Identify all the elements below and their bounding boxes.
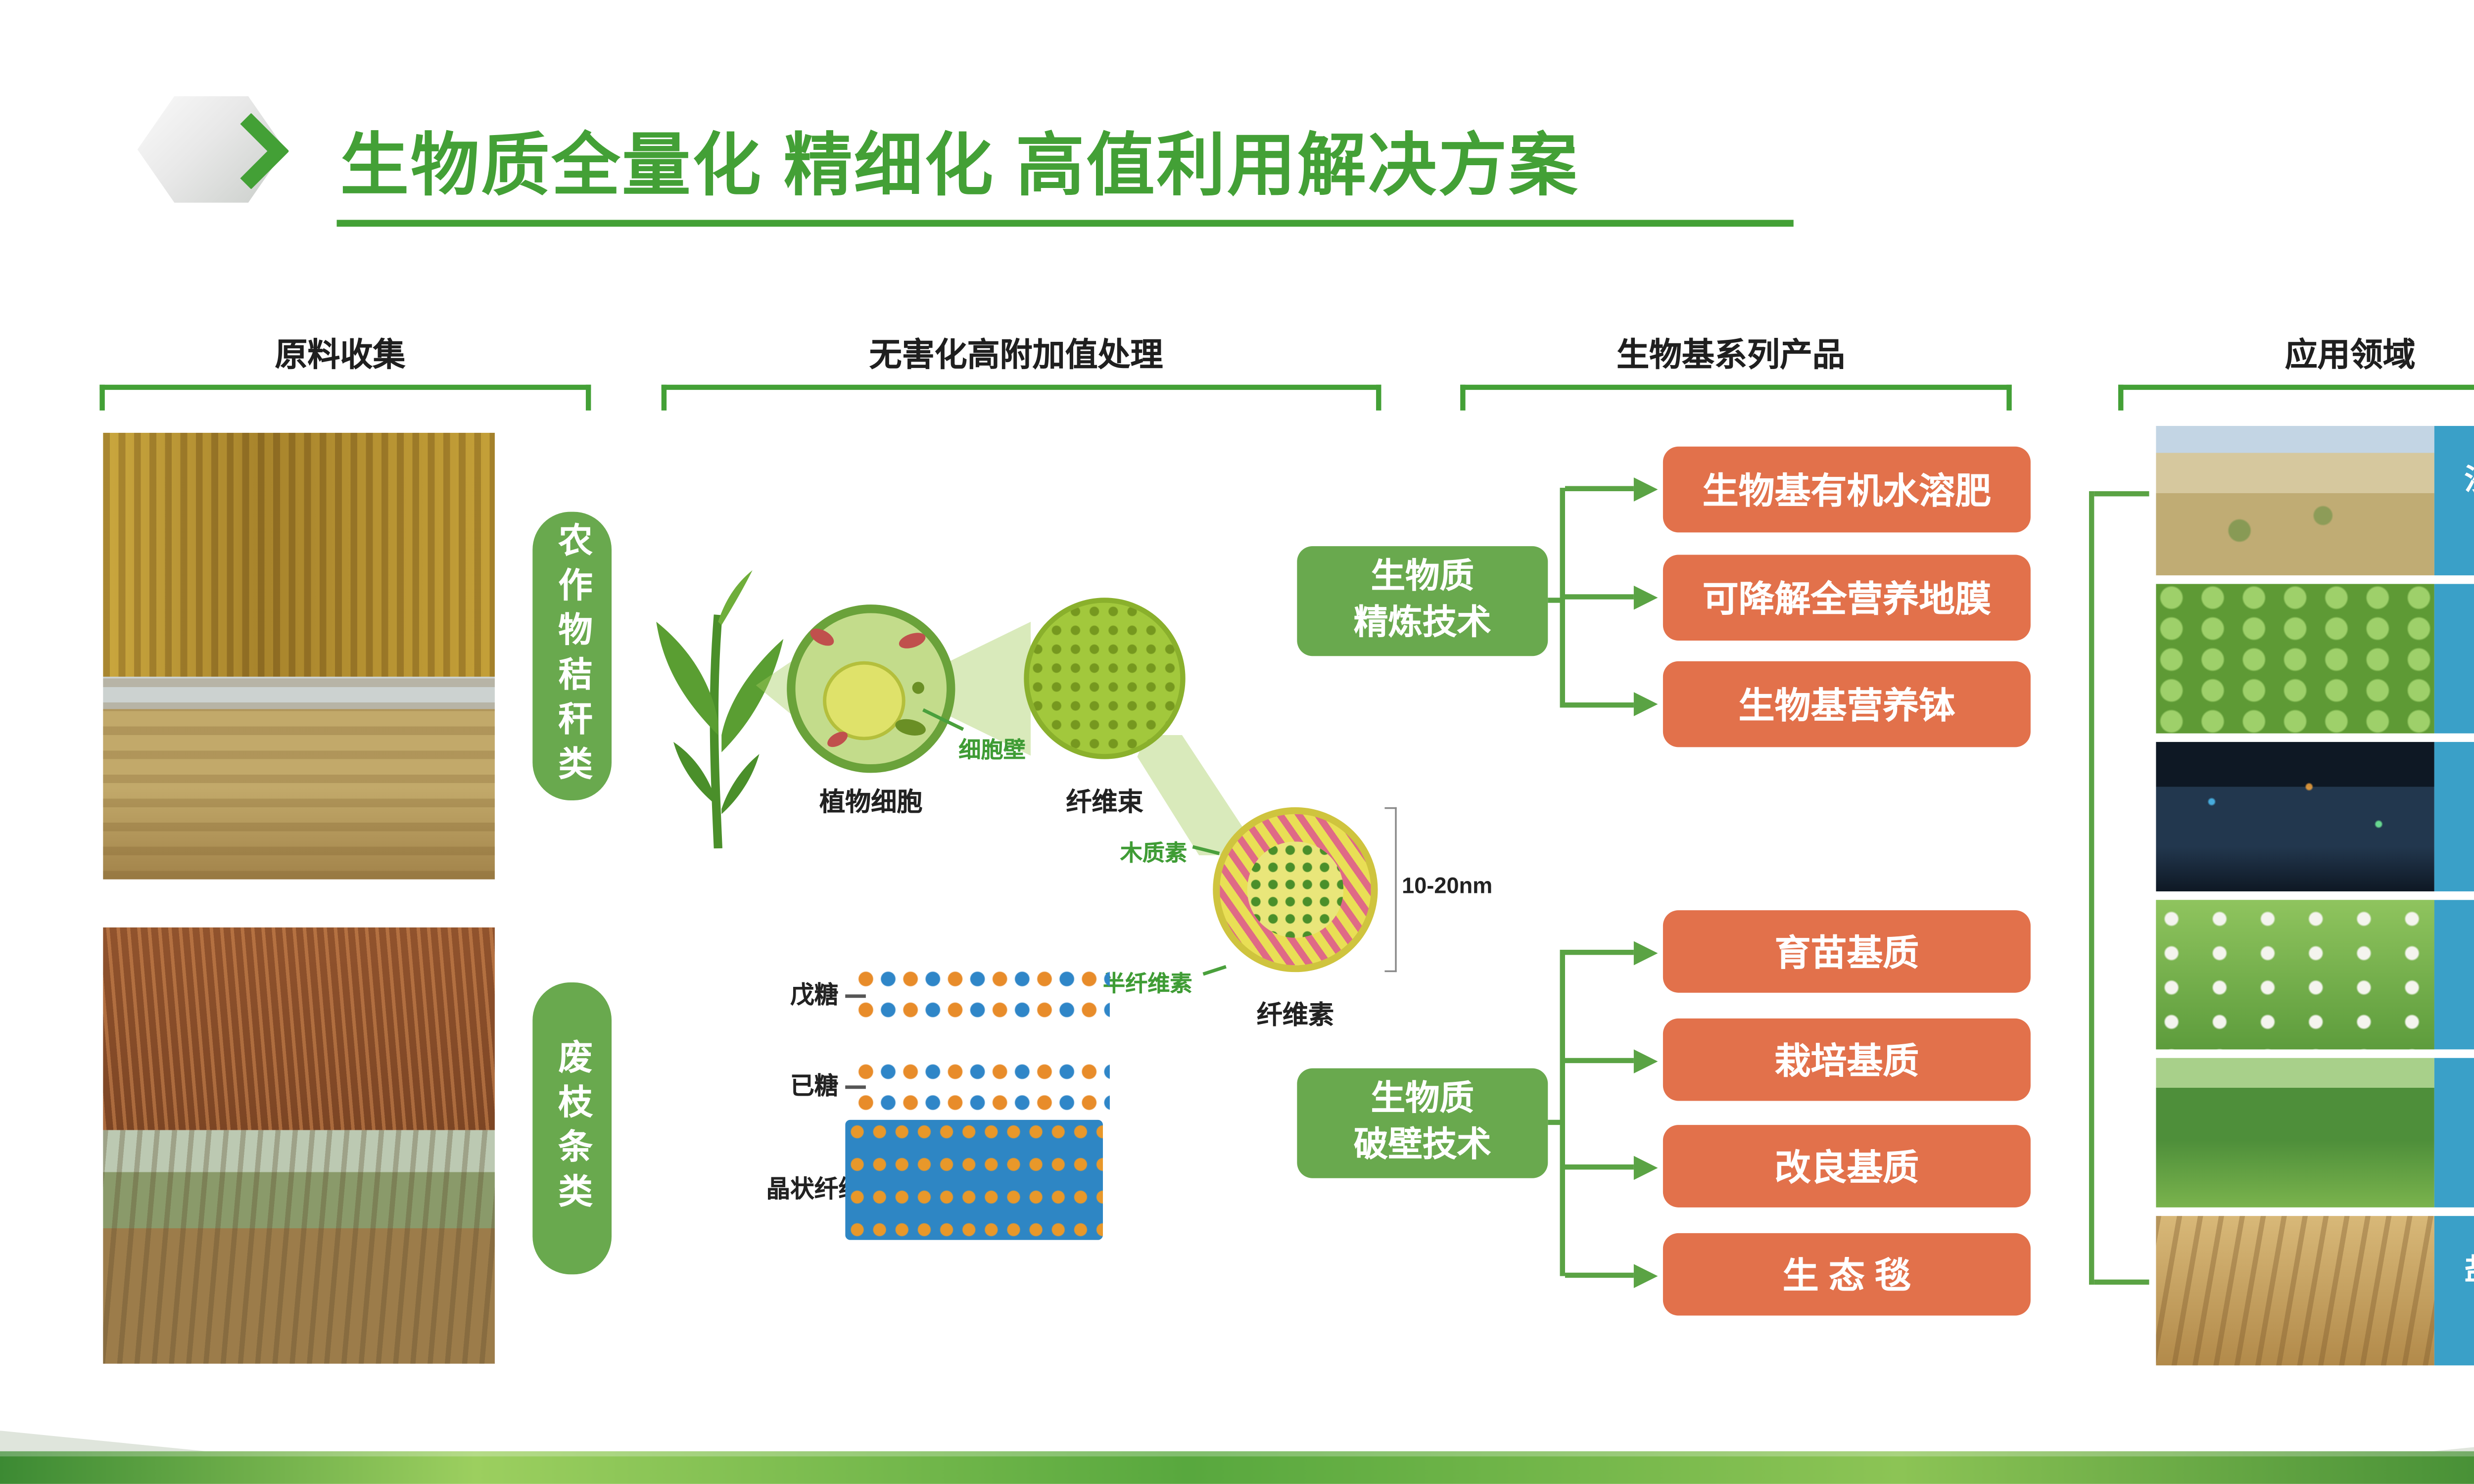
plant-cell-diagram (787, 604, 955, 773)
footer-bar (0, 1451, 2474, 1484)
connector-line (1565, 1272, 1634, 1278)
app-label-desertification: 沙漠化 治理 (2434, 426, 2474, 576)
product-box-eco-blanket: 生 态 毯 (1663, 1233, 2031, 1316)
product-box-organic-water-soluble-fertilizer: 生物基有机水溶肥 (1663, 446, 2031, 533)
cell-organelle (897, 630, 928, 651)
application-row: 沙漠化 治理 (2156, 426, 2474, 576)
hexose-label: 已糖 (790, 1068, 866, 1103)
footer-fold-right (2432, 1431, 2474, 1451)
photo-saline-soil (2156, 1216, 2434, 1366)
cell-organelle (807, 625, 837, 649)
bracket-applications (2118, 384, 2474, 411)
dash-line (845, 995, 866, 999)
applications-bracket-line (2089, 491, 2094, 1285)
photo-red-branches (103, 927, 495, 1130)
section-header-applications: 应用领域 (2284, 338, 2416, 374)
plant-cell-label: 植物细胞 (819, 788, 923, 818)
product-box-nutrient-pot: 生物基营养钵 (1663, 661, 2031, 747)
connector-line (1565, 950, 1634, 955)
molecule-row (856, 1061, 1110, 1084)
photo-sheep-grazing (2156, 900, 2434, 1050)
photo-pruned-branches (103, 1130, 495, 1364)
app-label-fertility: 肥力 提升 (2434, 584, 2474, 734)
application-row: 盐碱地 改良 (2156, 1216, 2474, 1366)
hemicellulose-label: 半纤维素 (1103, 970, 1192, 996)
molecule-row (856, 969, 1110, 991)
arrow-right-icon (1633, 585, 1658, 610)
title-underline (336, 220, 1794, 227)
bracket-products (1460, 384, 2012, 411)
cell-organelle (894, 716, 927, 739)
application-row: 畜牧 养殖 (2156, 900, 2474, 1050)
cell-wall-label: 细胞壁 (958, 737, 1026, 763)
footer-fold-left (0, 1431, 206, 1451)
photo-corn-stalks (103, 432, 495, 677)
connector-trunk (1560, 950, 1565, 1276)
arrow-right-icon (1633, 692, 1658, 716)
cell-nucleus (823, 661, 905, 741)
application-row: 农业 数据 (2156, 742, 2474, 891)
bracket-collection (99, 384, 591, 411)
section-header-processing: 无害化高附加值处理 (869, 338, 1163, 374)
section-header-collection: 原料收集 (275, 338, 406, 374)
photo-agriculture-data (2156, 742, 2434, 891)
applications-list: 沙漠化 治理 肥力 提升 农业 数据 畜牧 养殖 (2156, 426, 2474, 1366)
app-label-agriculture-data: 农业 数据 (2434, 742, 2474, 891)
app-label-saline-improvement: 盐碱地 改良 (2434, 1216, 2474, 1366)
app-label-livestock: 畜牧 养殖 (2434, 900, 2474, 1050)
applications-bracket-stub-top (2094, 491, 2149, 497)
molecule-row (856, 999, 1110, 1022)
connector-line (1565, 486, 1634, 491)
arrow-right-icon (1633, 1049, 1658, 1073)
section-header-products: 生物基系列产品 (1617, 338, 1845, 374)
category-pill-waste-branches: 废枝条类 (532, 982, 612, 1275)
cellulose-fiber-diagram (1213, 807, 1378, 973)
arrow-right-icon (1633, 1264, 1658, 1288)
page-title: 生物质全量化 精细化 高值利用解决方案 (340, 129, 1579, 205)
product-box-cultivation-substrate: 栽培基质 (1663, 1018, 2031, 1101)
crystalline-cellulose-diagram (845, 1119, 1103, 1240)
applications-bracket-stub-bottom (2094, 1279, 2149, 1285)
dash-line (845, 1086, 866, 1090)
product-box-degradable-mulch-film: 可降解全营养地膜 (1663, 555, 2031, 641)
pentose-label: 戊糖 (790, 977, 866, 1012)
fiber-bundle-diagram (1024, 598, 1186, 759)
arrow-right-icon (1633, 1156, 1658, 1180)
size-label: 10-20nm (1402, 872, 1493, 898)
cellulose-label: 纤维素 (1256, 1001, 1334, 1031)
chevron-right-icon (240, 113, 289, 189)
connector-line (1565, 594, 1634, 600)
plant-illustration (656, 570, 784, 849)
photo-vegetable-field (2156, 584, 2434, 734)
cell-organelle (912, 682, 924, 694)
product-box-improvement-substrate: 改良基质 (1663, 1125, 2031, 1207)
connector-line (1565, 702, 1634, 708)
arrow-right-icon (1633, 477, 1658, 502)
category-pill-crop-straw: 农作物秸秆类 (532, 511, 612, 800)
molecule-row (856, 1092, 1110, 1115)
size-measure-bracket (1384, 807, 1397, 973)
arrow-right-icon (1633, 941, 1658, 966)
photo-straw-bales (103, 676, 495, 880)
cellulose-core (1247, 841, 1344, 938)
tech-box-wall-breaking: 生物质 破壁技术 (1297, 1068, 1548, 1178)
app-label-landscaping: 园林 绿化 (2434, 1058, 2474, 1207)
tech-box-refining: 生物质 精炼技术 (1297, 546, 1548, 656)
lignin-label: 木质素 (1120, 839, 1188, 866)
photo-desert-control (2156, 426, 2434, 576)
connector-line (1548, 598, 1565, 603)
application-row: 肥力 提升 (2156, 584, 2474, 734)
connector-line (1565, 1164, 1634, 1170)
label-pointer-line (1202, 965, 1227, 976)
fiber-bundle-label: 纤维束 (1066, 788, 1143, 818)
connector-line (1548, 1119, 1565, 1125)
connector-trunk (1560, 488, 1565, 708)
photo-park-trees (2156, 1058, 2434, 1207)
connector-line (1565, 1058, 1634, 1064)
bracket-processing (661, 384, 1381, 411)
application-row: 园林 绿化 (2156, 1058, 2474, 1207)
product-box-seedling-substrate: 育苗基质 (1663, 910, 2031, 993)
